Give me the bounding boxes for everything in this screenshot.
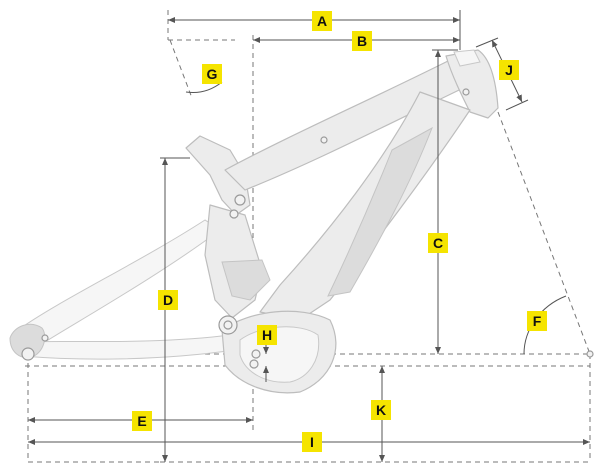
- dimension-label-j: J: [499, 60, 519, 80]
- dimension-label-k: K: [371, 400, 391, 420]
- dimension-label-e: E: [132, 411, 152, 431]
- dimension-label-h: H: [257, 325, 277, 345]
- dimension-label-b: B: [352, 31, 372, 51]
- bike-frame: [9, 49, 499, 394]
- dimension-label-f: F: [527, 311, 547, 331]
- dimension-label-i: I: [302, 432, 322, 452]
- dimension-label-d: D: [158, 290, 178, 310]
- dimension-label-a: A: [312, 11, 332, 31]
- dimension-label-c: C: [428, 233, 448, 253]
- dimension-label-g: G: [202, 64, 222, 84]
